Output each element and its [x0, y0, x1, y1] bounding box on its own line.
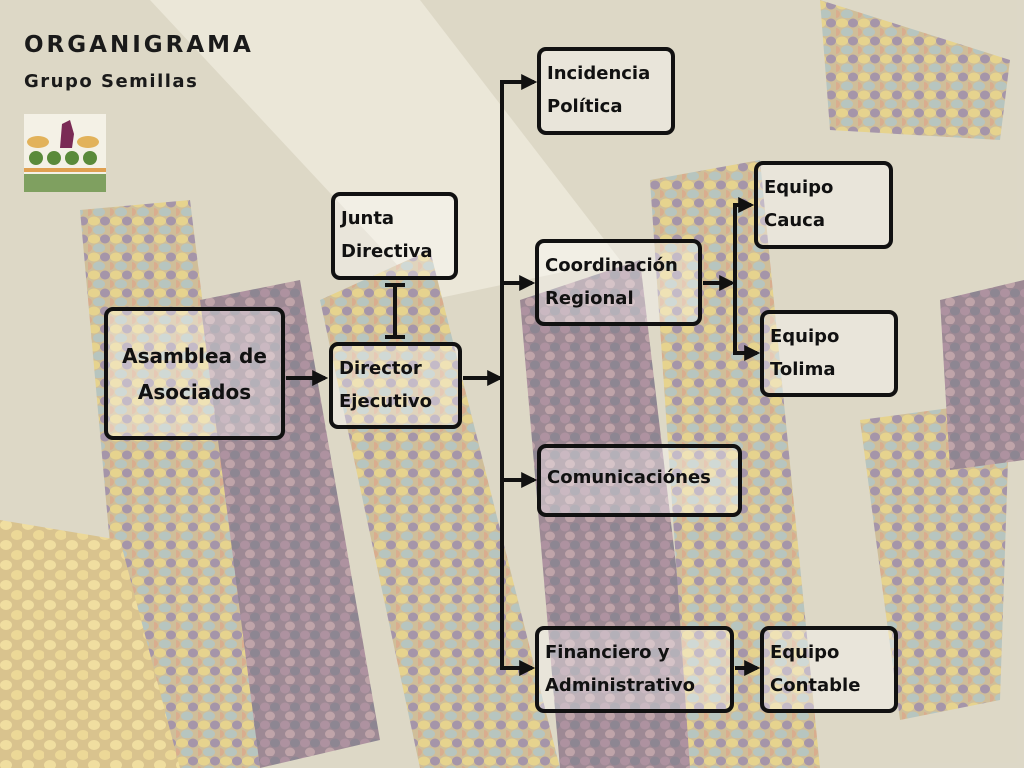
node-equipo-tolima: Equipo Tolima: [760, 310, 898, 397]
node-equipo-contable: Equipo Contable: [760, 626, 898, 713]
node-financiero-administrativo: Financiero y Administrativo: [535, 626, 734, 713]
grupo-semillas-logo: [24, 114, 106, 192]
page-subtitle: Grupo Semillas: [24, 71, 199, 92]
node-equipo-cauca: Equipo Cauca: [754, 161, 893, 249]
page-title: ORGANIGRAMA: [24, 32, 254, 58]
node-comunicaciones: Comunicaciónes: [537, 444, 742, 517]
node-director-ejecutivo: Director Ejecutivo: [329, 342, 462, 429]
node-asamblea-de-asociados: Asamblea de Asociados: [104, 307, 285, 440]
node-coordinacion-regional: Coordinación Regional: [535, 239, 702, 326]
node-incidencia-politica: Incidencia Política: [537, 47, 675, 135]
node-junta-directiva: Junta Directiva: [331, 192, 458, 280]
